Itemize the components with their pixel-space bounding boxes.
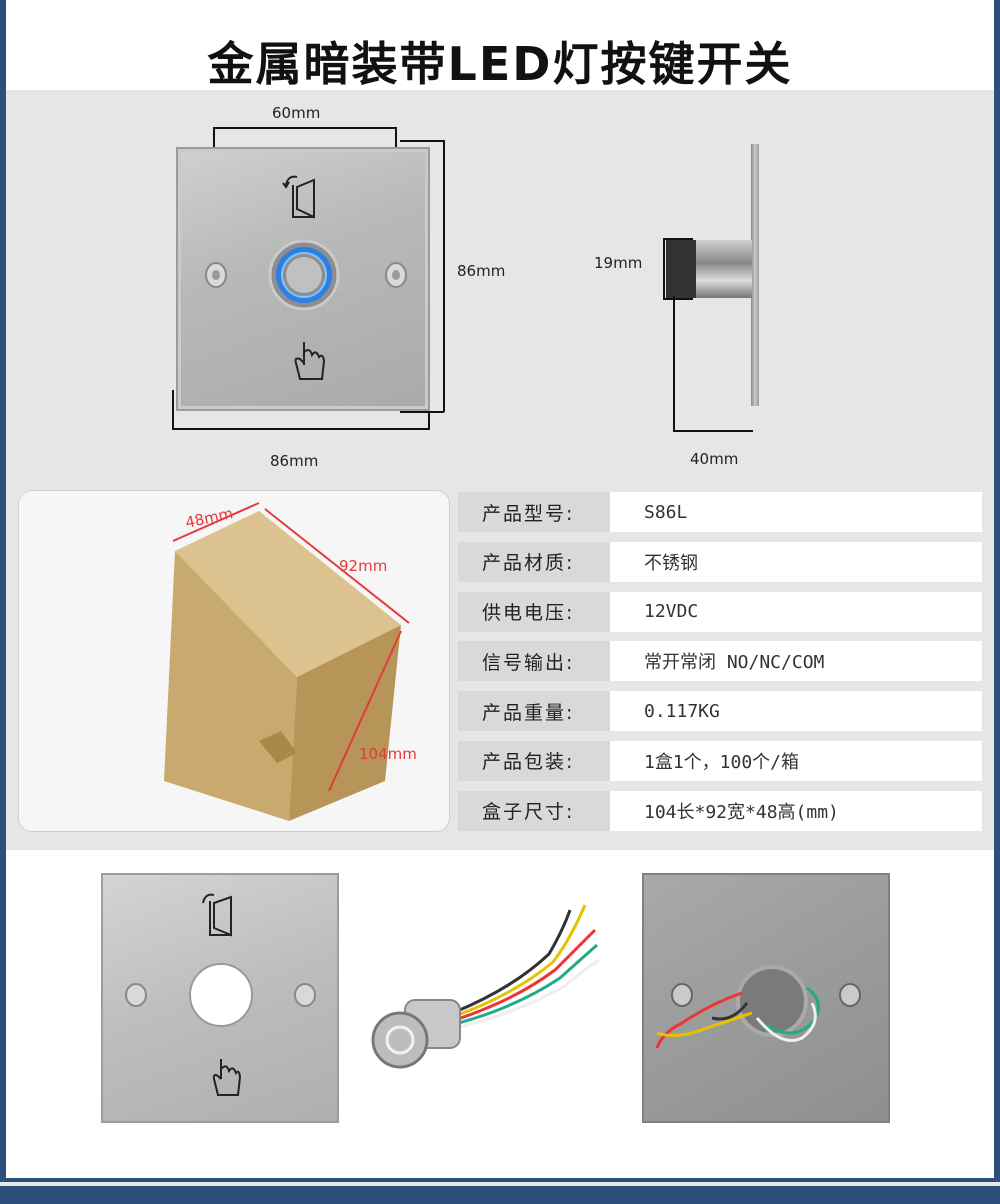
spec-value: 104长*92宽*48高(mm) (610, 790, 982, 831)
mounting-hole-icon (189, 963, 253, 1027)
dim-line-right-bottom (400, 411, 444, 413)
spec-key: 产品重量: (458, 691, 610, 732)
box-illustration (164, 502, 410, 821)
dim-line-side-bot (663, 298, 693, 300)
hand-press-icon (294, 342, 326, 380)
title-bar: 金属暗装带LED灯按键开关 (0, 28, 1000, 99)
screw-hole-right-icon (385, 262, 407, 288)
right-border-band (994, 0, 1000, 1204)
spec-value: 1盒1个，100个/箱 (610, 740, 982, 781)
box-dim-depth: 104mm (359, 745, 417, 763)
dim-label-height: 86mm (457, 262, 506, 280)
side-switch-base (666, 240, 696, 298)
panel-only-graphics (125, 893, 316, 1096)
panel-back-photo (642, 873, 890, 1123)
nut-icon (736, 965, 808, 1037)
spec-key: 信号输出: (458, 641, 610, 682)
dim-line-side-left (663, 238, 665, 300)
dim-label-side-depth: 19mm (594, 254, 643, 272)
dim-line-bottom-left (172, 390, 174, 430)
dim-label-width-bottom: 86mm (270, 452, 319, 470)
spec-row: 产品型号: S86L (458, 492, 982, 532)
spec-row: 产品材质: 不锈钢 (458, 541, 982, 582)
switch-plate-front (176, 147, 430, 411)
side-flange (751, 144, 759, 406)
spec-value: 常开常闭 NO/NC/COM (610, 641, 982, 682)
bottom-band-stripe (0, 1182, 1000, 1186)
spec-value: 0.117KG (610, 691, 982, 732)
spec-value: S86L (610, 492, 982, 532)
page-title: 金属暗装带LED灯按键开关 (203, 28, 797, 99)
spec-row: 信号输出: 常开常闭 NO/NC/COM (458, 641, 982, 682)
panel-back-graphics (655, 965, 861, 1049)
spec-value: 不锈钢 (610, 541, 982, 582)
dim-line-right (443, 140, 445, 412)
plate-graphics (205, 175, 407, 380)
led-ring-icon (385, 1025, 415, 1055)
spec-row: 产品重量: 0.117KG (458, 691, 982, 732)
screw-hole-left-icon (125, 983, 147, 1007)
door-exit-icon (282, 175, 315, 219)
spec-key: 产品型号: (458, 492, 610, 532)
dim-line-side-base (673, 430, 753, 432)
spec-key: 供电电压: (458, 591, 610, 632)
dim-label-width-top: 60mm (272, 104, 321, 122)
bottom-border-band (0, 1178, 1000, 1204)
screw-hole-left-icon (671, 983, 693, 1007)
panel-only-photo (101, 873, 339, 1123)
dim-label-side-bottom: 40mm (690, 450, 739, 468)
dim-line-top (213, 127, 396, 129)
dim-line-right-top (400, 140, 444, 142)
box-dim-height: 92mm (339, 557, 388, 575)
screw-hole-left-icon (205, 262, 227, 288)
spec-row: 供电电压: 12VDC (458, 591, 982, 632)
dim-line-side-base-left (673, 296, 675, 432)
spec-row: 产品包装: 1盒1个，100个/箱 (458, 740, 982, 781)
spec-value: 12VDC (610, 591, 982, 632)
button-head-icon (371, 1011, 429, 1069)
dim-line-bottom (172, 428, 430, 430)
spec-key: 产品包装: (458, 740, 610, 781)
hand-press-icon (212, 1059, 242, 1096)
packaging-box-panel: 48mm 92mm 104mm (18, 490, 450, 832)
left-border-band (0, 0, 6, 1204)
screw-hole-right-icon (294, 983, 316, 1007)
door-exit-icon (202, 893, 232, 937)
led-button-icon (268, 239, 340, 311)
dim-line-side-top (663, 238, 693, 240)
button-wires-graphics (371, 904, 600, 1069)
spec-row: 盒子尺寸: 104长*92宽*48高(mm) (458, 790, 982, 831)
spec-key: 产品材质: (458, 541, 610, 582)
spec-table: 产品型号: S86L 产品材质: 不锈钢 供电电压: 12VDC 信号输出: 常… (458, 492, 982, 841)
spec-key: 盒子尺寸: (458, 790, 610, 831)
screw-hole-right-icon (839, 983, 861, 1007)
